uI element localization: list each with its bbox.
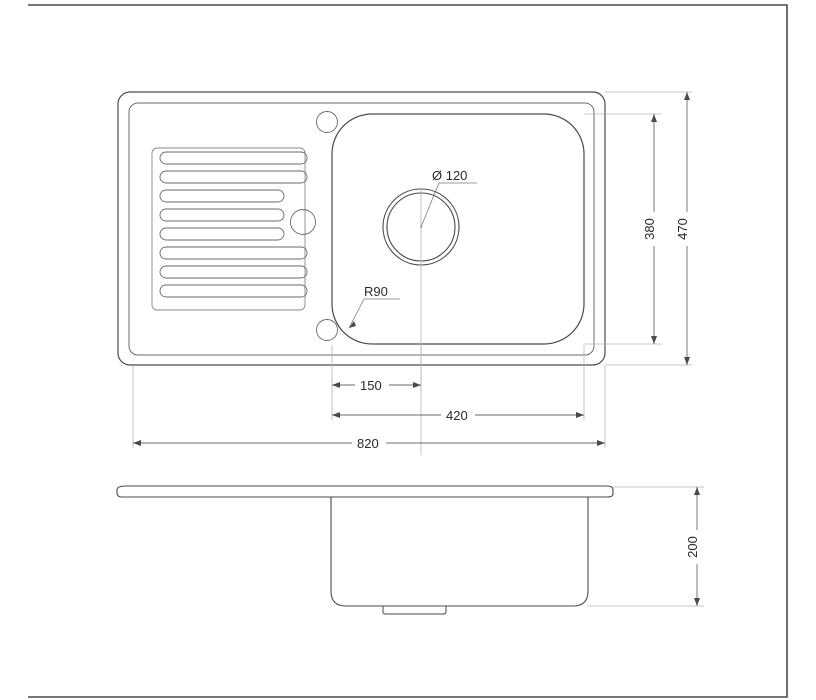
drainer-groove xyxy=(159,265,308,279)
drainer-groove xyxy=(159,170,308,184)
dimension-820: 820 xyxy=(133,435,605,451)
bowl-outline xyxy=(331,113,585,345)
dimension-150-label: 150 xyxy=(360,378,382,393)
sink-inner-rim-outline xyxy=(128,102,595,356)
dimension-820-label: 820 xyxy=(357,436,379,451)
radius-label: R90 xyxy=(364,284,388,299)
dimension-470: 470 xyxy=(675,92,695,365)
sink-rim-outline xyxy=(117,91,606,366)
drainer-round-hole xyxy=(290,209,316,235)
radius-leader xyxy=(348,298,400,329)
diameter-leader xyxy=(420,182,477,228)
drainer-groove xyxy=(159,227,285,241)
side-view: 200 xyxy=(116,485,705,615)
tap-hole-upper xyxy=(316,111,338,133)
drainer-groove xyxy=(159,208,285,222)
dimension-150: 150 xyxy=(332,377,421,393)
drainer-groove xyxy=(159,189,285,203)
sheet-border-frame xyxy=(28,4,788,698)
side-drain-outlet xyxy=(382,606,447,615)
dimension-470-label: 470 xyxy=(675,218,690,240)
side-bowl-profile xyxy=(330,497,589,607)
extension-lines xyxy=(132,91,692,448)
tap-hole-lower xyxy=(316,319,338,341)
dimension-420: 420 xyxy=(332,407,584,423)
drainer-grooves xyxy=(159,151,308,298)
side-extension-lines xyxy=(588,486,704,607)
dimension-380-label: 380 xyxy=(642,218,657,240)
plan-dimensions: 150 420 820 380 xyxy=(132,91,695,451)
drainer-panel-outline xyxy=(151,147,306,311)
drainer-groove xyxy=(159,246,308,260)
dimension-420-label: 420 xyxy=(446,408,468,423)
plan-view: Ø 120 R90 xyxy=(117,91,606,455)
dimension-380: 380 xyxy=(642,114,662,344)
drainer-groove xyxy=(159,284,308,298)
diameter-label: Ø 120 xyxy=(432,168,467,183)
side-rim-profile xyxy=(116,485,614,498)
dimension-200: 200 xyxy=(685,487,705,606)
dimension-200-label: 200 xyxy=(685,536,700,558)
drainer-groove xyxy=(159,151,308,165)
